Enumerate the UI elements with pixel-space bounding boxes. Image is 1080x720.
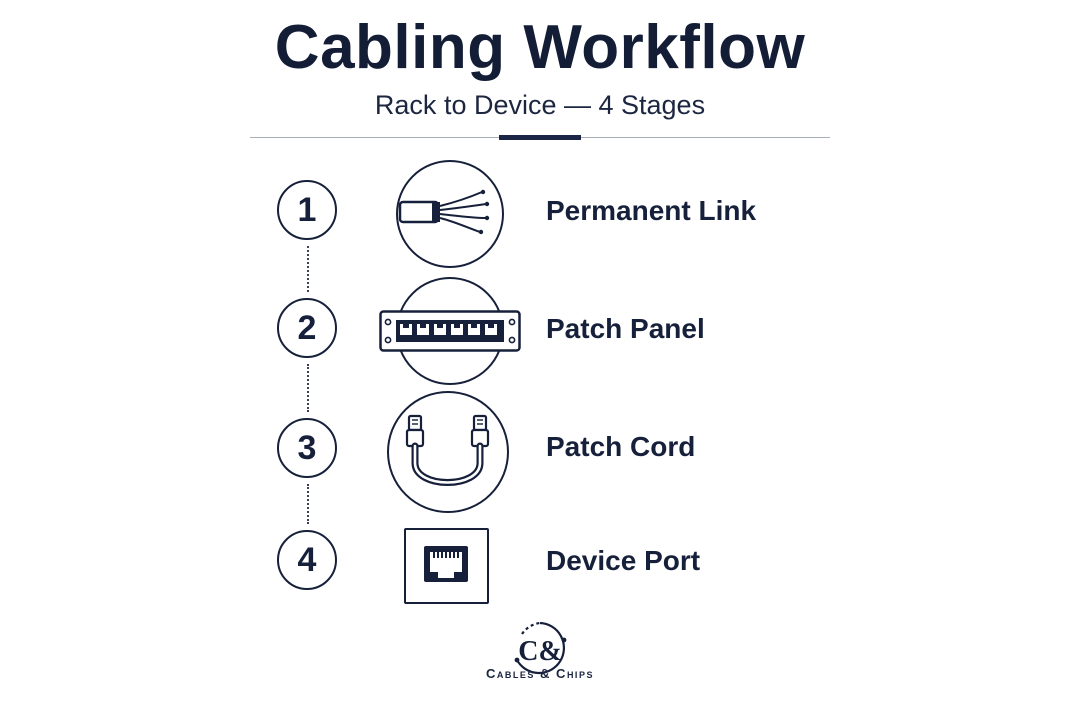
step-label-4: Device Port bbox=[546, 545, 701, 576]
divider-accent bbox=[499, 135, 581, 140]
connector-1-2 bbox=[307, 246, 309, 292]
step-label-1: Permanent Link bbox=[546, 195, 757, 226]
step-number-1: 1 bbox=[277, 180, 337, 240]
step-label-3: Patch Cord bbox=[546, 431, 696, 462]
step-number-4: 4 bbox=[277, 530, 337, 590]
connector-2-3 bbox=[307, 364, 309, 412]
patch-panel-icon bbox=[379, 310, 521, 352]
logo-mark: C& bbox=[518, 636, 562, 667]
step-number-2: 2 bbox=[277, 298, 337, 358]
page-subtitle: Rack to Device — 4 Stages bbox=[374, 90, 706, 120]
step-label-2: Patch Panel bbox=[546, 313, 705, 344]
cables-chips-logo-icon: C& bbox=[514, 621, 567, 675]
ethernet-port-icon bbox=[424, 546, 468, 582]
page-title: Cabling Workflow bbox=[274, 13, 806, 82]
patch-cord-icon bbox=[405, 414, 490, 486]
icon-frame-3 bbox=[387, 391, 509, 513]
logo-name: Cables & Chips bbox=[486, 666, 594, 681]
connector-3-4 bbox=[307, 484, 309, 524]
icon-frame-4 bbox=[404, 528, 489, 604]
cable-wires-icon bbox=[398, 189, 490, 235]
icon-frame-1 bbox=[396, 160, 504, 268]
step-number-3: 3 bbox=[277, 418, 337, 478]
